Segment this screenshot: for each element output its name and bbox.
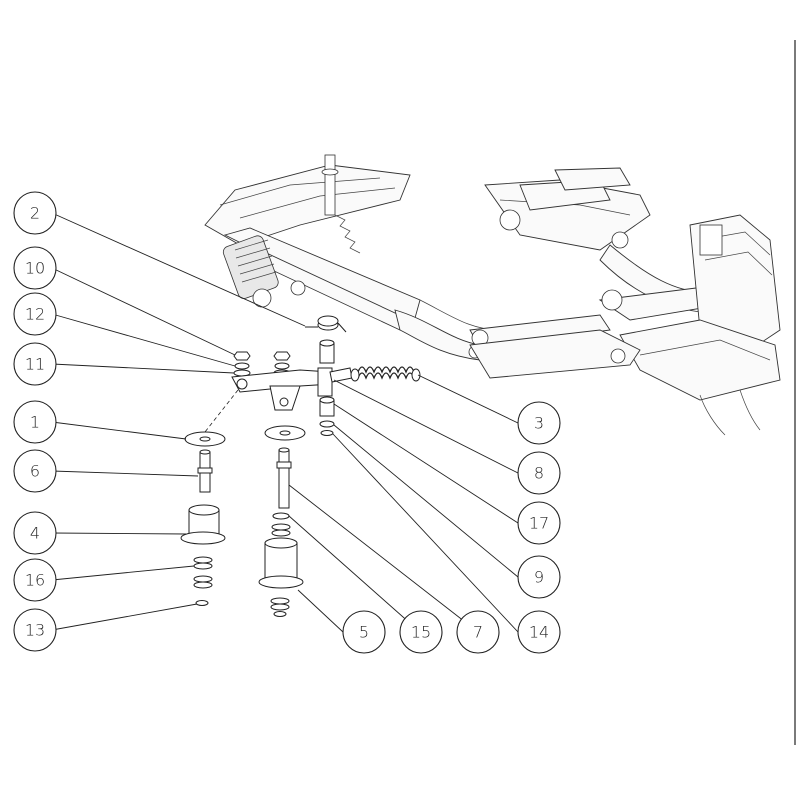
callout-label-13: 13 [25,621,45,640]
part-9-washer [319,420,335,428]
callout-label-5: 5 [359,623,369,642]
callout-15: 15 [399,610,443,654]
callout-label-4: 4 [30,524,40,543]
callout-label-1: 1 [30,413,40,432]
callout-4: 4 [13,511,57,555]
callout-14: 14 [517,610,561,654]
callout-13: 13 [13,608,57,652]
callout-3: 3 [517,401,561,445]
callout-label-2: 2 [30,204,40,223]
callout-6: 6 [13,449,57,493]
part-17-bushing-top [319,339,335,364]
frame-spring-middle [334,214,361,254]
part-17-bushing-bottom [319,396,335,417]
part-14-snap-ring [320,430,334,436]
part-13-snap-ring [195,600,209,606]
callout-label-11: 11 [25,355,45,374]
part-6-shaft [197,449,213,493]
callout-label-8: 8 [534,464,544,483]
part-12-lock-washer-left [234,362,250,370]
part-7-shaft [276,447,292,509]
callout-label-7: 7 [473,623,483,642]
callout-label-9: 9 [534,568,544,587]
part-4-idler-pulley [180,504,226,545]
callout-label-16: 16 [25,571,45,590]
part-10-nut-left [233,351,251,361]
callout-1: 1 [13,400,57,444]
part-8-idler-arm [231,367,353,411]
part-2-torsion-spring [305,315,347,333]
leader-lines [51,212,519,633]
part-15-retaining-ring [272,512,290,520]
callout-label-15: 15 [411,623,431,642]
callout-label-12: 12 [25,305,45,324]
callout-17: 17 [517,501,561,545]
callout-label-6: 6 [30,462,40,481]
callout-12: 12 [13,292,57,336]
part-3-extension-spring [350,366,421,382]
callout-label-10: 10 [25,259,45,278]
part-5-idler-pulley [258,537,304,617]
chassis-frame [204,154,781,436]
callout-5: 5 [342,610,386,654]
callout-label-14: 14 [529,623,549,642]
callout-8: 8 [517,451,561,495]
callout-label-3: 3 [534,414,544,433]
callout-11: 11 [13,342,57,386]
callout-2: 2 [13,191,57,235]
part-1-plate-right [264,425,306,441]
part-16-bearing-left [193,556,213,589]
callout-10: 10 [13,246,57,290]
callout-7: 7 [456,610,500,654]
callout-16: 16 [13,558,57,602]
callout-label-17: 17 [529,514,549,533]
callout-9: 9 [517,555,561,599]
nut-stack-right [273,351,291,377]
assembly-axis-dashed [204,389,239,433]
bearing-stack-right-top [271,523,291,537]
part-1-plate-left [184,431,226,447]
frame-spring-left [222,235,306,308]
